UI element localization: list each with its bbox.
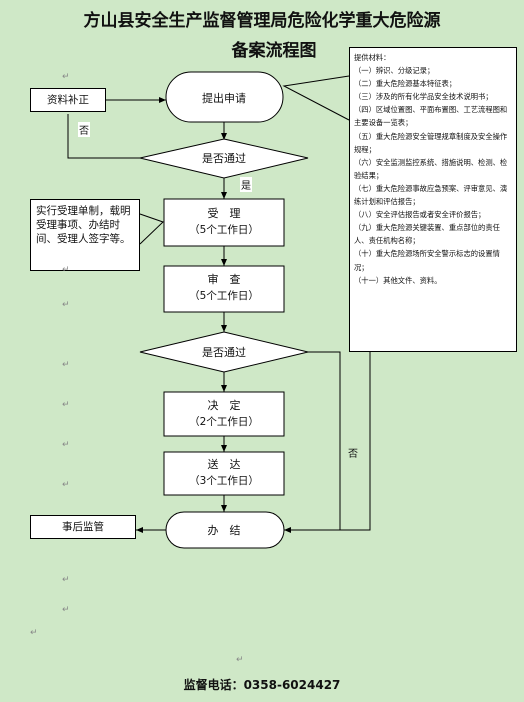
requirements-heading: 提供材料：	[354, 53, 391, 62]
node-review-days: （5个工作日）	[189, 290, 259, 302]
requirement-item: （四）区域位置图、平面布置图、工艺流程图和主要设备一览表；	[354, 105, 508, 128]
node-check2-label: 是否通过	[202, 346, 246, 359]
title-line-1: 方山县安全生产监督管理局危险化学重大危险源	[83, 11, 441, 31]
paragraph-mark: ↵	[236, 655, 244, 665]
after-supervision-label: 事后监管	[62, 521, 104, 533]
paragraph-mark: ↵	[62, 575, 70, 585]
requirement-item: （十一）其他文件、资料。	[354, 275, 442, 285]
acceptance-note: 实行受理单制，载明受理事项、办结时间、受理人签字等。	[30, 199, 140, 271]
node-decide-title: 决 定	[208, 398, 241, 412]
paragraph-mark: ↵	[30, 628, 38, 638]
requirement-item: （八）安全评估报告或者安全评价报告；	[354, 210, 486, 220]
requirement-item: （二）重大危险源基本特征表；	[354, 79, 457, 89]
node-apply	[165, 71, 284, 123]
supervision-phone: 监督电话：0358-6024427	[183, 678, 341, 692]
after-supervision-box: 事后监管	[30, 515, 136, 539]
node-deliver	[163, 451, 285, 496]
edge-requirements-callout	[282, 75, 350, 121]
node-deliver-title: 送 达	[208, 457, 241, 471]
requirement-item: （十）重大危险源场所安全警示标志的设置情况；	[354, 249, 500, 272]
requirement-item: （一）辨识、分级记录；	[354, 66, 435, 76]
paragraph-mark: ↵	[62, 605, 70, 615]
node-check2	[139, 331, 309, 373]
requirement-item: （七）重大危险源事故应急预案、评审意见、演练计划和评估报告；	[354, 183, 508, 207]
node-decide	[163, 391, 285, 437]
requirements-panel: 提供材料： （一）辨识、分级记录； （二）重大危险源基本特征表； （三）涉及的所…	[349, 47, 517, 352]
no-label-1: 否	[78, 122, 90, 137]
no-label-2: 否	[348, 449, 358, 460]
node-check1-label: 是否通过	[202, 152, 246, 165]
title-line-2: 备案流程图	[231, 41, 317, 61]
requirement-item: （六）安全监测监控系统、措施说明、检测、检验结果；	[354, 157, 508, 180]
paragraph-mark: ↵	[62, 400, 70, 410]
correction-label: 资料补正	[47, 94, 89, 106]
node-check1	[139, 138, 309, 179]
node-finish	[165, 511, 285, 549]
paragraph-mark: ↵	[62, 265, 70, 275]
requirement-item: （五）重大危险源安全管理规章制度及安全操作规程；	[354, 131, 508, 154]
requirement-item: （三）涉及的所有化学品安全技术说明书；	[354, 92, 493, 102]
correction-box: 资料补正	[30, 88, 106, 112]
paragraph-mark: ↵	[62, 72, 70, 82]
node-review-title: 审 查	[208, 272, 241, 286]
yes-label-1: 是	[240, 177, 252, 192]
node-review	[163, 265, 285, 313]
node-accept	[163, 198, 285, 247]
edge-note-callout	[139, 213, 164, 245]
node-accept-title: 受 理	[208, 207, 241, 220]
requirement-item: （九）重大危险源关键装置、重点部位的责任人、责任机构名称；	[354, 223, 500, 246]
node-finish-label: 办 结	[208, 524, 241, 537]
paragraph-mark: ↵	[62, 440, 70, 450]
node-deliver-days: （3个工作日）	[189, 475, 259, 487]
paragraph-mark: ↵	[62, 360, 70, 370]
node-accept-days: （5个工作日）	[189, 224, 259, 236]
node-apply-label: 提出申请	[202, 91, 246, 105]
edge-check1-no-to-correction	[67, 114, 140, 159]
node-decide-days: （2个工作日）	[189, 416, 259, 428]
edge-check2-no-to-finish	[284, 351, 341, 533]
paragraph-mark: ↵	[62, 480, 70, 490]
acceptance-note-text: 实行受理单制，载明受理事项、办结时间、受理人签字等。	[36, 205, 131, 245]
paragraph-mark: ↵	[62, 300, 70, 310]
edge-requirements-to-finish	[340, 352, 371, 531]
